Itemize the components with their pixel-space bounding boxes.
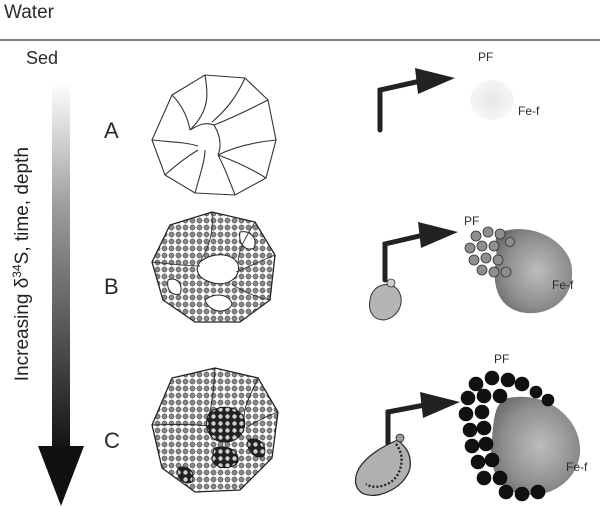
iron-label-b: Fe-f [552,278,573,292]
pyrite-aggregate-c [356,434,411,495]
depth-arrow [38,82,84,506]
stage-b-label: B [104,274,119,300]
iron-phase-a [470,80,514,120]
grain-a [152,75,276,195]
pyrite-nucleus-b [370,279,402,320]
axis-superscript: 34 [10,264,24,277]
stage-c-label: C [104,428,120,454]
axis-suffix: S, time, depth [12,147,33,264]
iron-label-c: Fe-f [566,460,587,474]
arrow-b [385,222,458,280]
iron-label-a: Fe-f [518,104,539,118]
grain-b [152,212,275,322]
grain-c [152,368,278,492]
axis-prefix: Increasing δ [12,278,33,382]
sediment-label: Sed [26,48,58,69]
arrow-a [380,68,455,130]
water-label: Water [4,2,54,24]
framboid-label-c: PF [494,352,509,366]
framboid-label-a: PF [478,50,493,64]
framboid-label-b: PF [464,214,479,228]
stage-a-label: A [104,118,119,144]
depth-axis-label: Increasing δ34S, time, depth [10,144,34,384]
